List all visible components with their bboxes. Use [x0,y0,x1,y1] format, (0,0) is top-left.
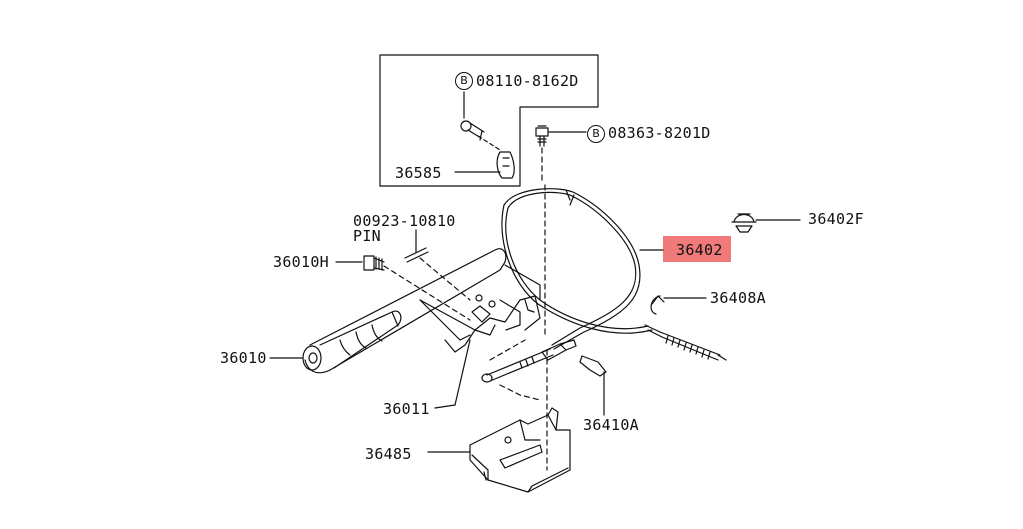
part-label-36485: 36485 [365,445,412,463]
bolt-marker-icon: B [455,72,473,90]
part-label-00923-10810: 00923-10810 [353,212,456,230]
bolt-36410A [580,356,606,415]
part-label-36585: 36585 [395,164,442,182]
part-label-36010H: 36010H [273,253,329,271]
part-label-36408A: 36408A [710,289,766,307]
base-36485 [428,408,570,492]
grommet-36402F [732,214,800,232]
part-label-36010: 36010 [220,349,267,367]
part-label-36402: 36402 [676,241,723,259]
part-label-36011: 36011 [383,400,430,418]
highlight-36402 [663,236,731,262]
bolt-36010H [336,256,470,320]
dash-center [545,185,547,470]
dash-lower [500,385,540,400]
inset-clip [497,152,514,178]
bolt-08363 [536,126,586,146]
clip-36408A [651,296,706,314]
part-label-pin: PIN [353,227,381,245]
inset-bolt [461,92,500,150]
cable-36402 [502,189,652,349]
bracket-36011 [420,265,540,408]
part-label-08363-8201D: 08363-8201D [608,124,711,142]
lever-36010 [270,249,506,373]
cable-end-spring [645,325,726,360]
part-label-36402F: 36402F [808,210,864,228]
adjuster-rod [482,340,576,382]
part-label-36410A: 36410A [583,416,639,434]
bolt-marker-icon: B [587,125,605,143]
pin-00923 [405,230,470,300]
inset-box [380,55,598,186]
part-label-08110-8162D: 08110-8162D [476,72,579,90]
